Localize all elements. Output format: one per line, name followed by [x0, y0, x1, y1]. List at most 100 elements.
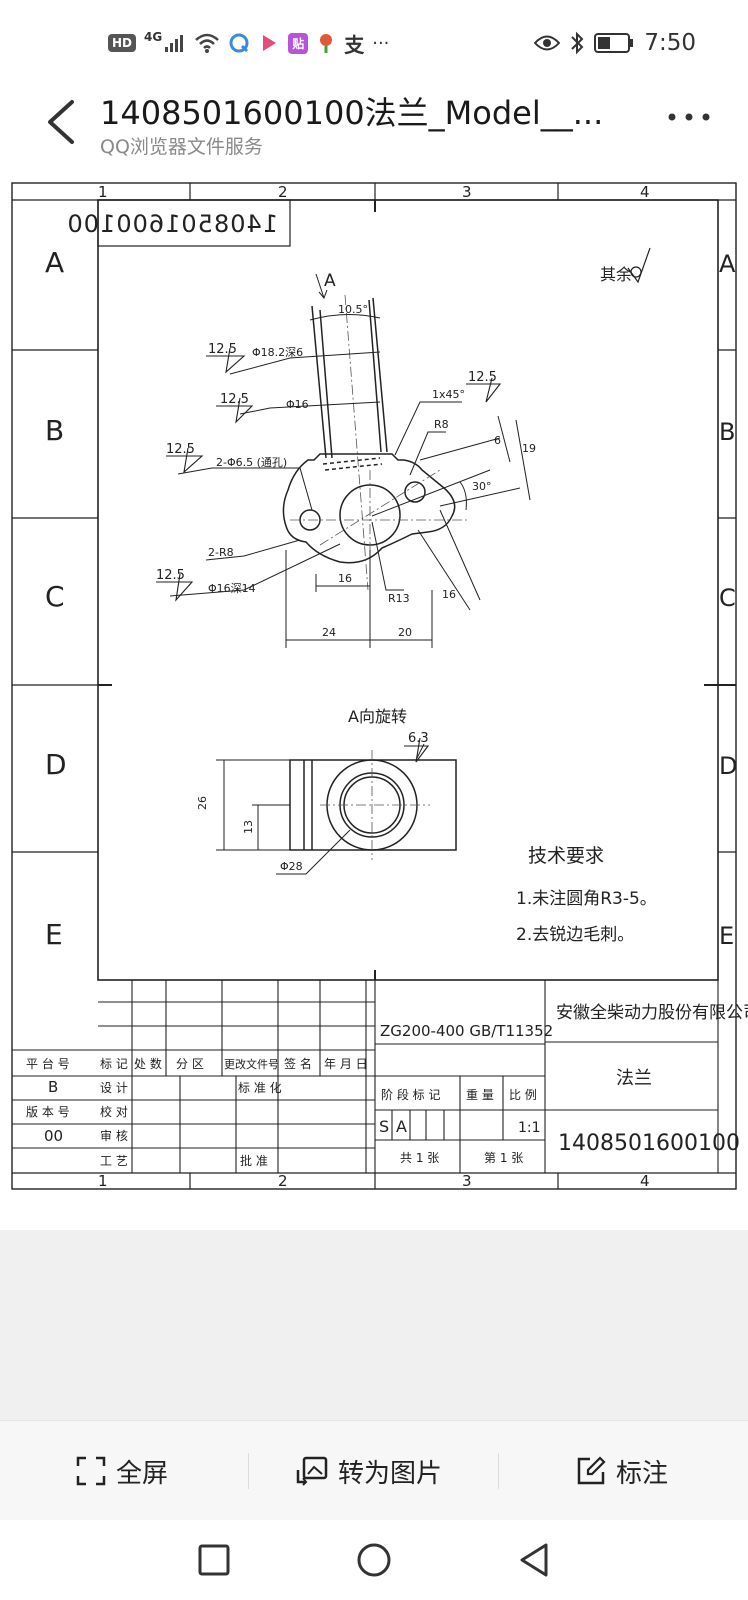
wifi-icon [195, 33, 220, 53]
home-icon[interactable] [355, 1541, 393, 1579]
zone-letter: A [45, 246, 64, 279]
page-subtitle: QQ浏览器文件服务 [100, 136, 263, 158]
dim-16b: 16 [442, 588, 456, 601]
fullscreen-label: 全屏 [116, 1458, 169, 1489]
title-block [12, 980, 719, 1173]
zone-number: 4 [640, 1172, 650, 1190]
scale-label: 比 例 [509, 1088, 537, 1102]
image-convert-icon [296, 1456, 328, 1486]
zone-letter: D [45, 748, 67, 781]
zone-number: 4 [640, 183, 650, 201]
signal-icon [165, 35, 184, 52]
dim-chamfer: 1x45° [432, 388, 465, 401]
section-label: A向旋转 [348, 707, 407, 726]
app-play-icon [263, 35, 277, 51]
zone-letter: B [719, 418, 735, 446]
dim-angle-30: 30° [472, 480, 492, 493]
app-tie-icon: 贴 [288, 32, 309, 54]
view-label-a: A [324, 271, 336, 291]
clock: 7:50 [644, 30, 696, 56]
zone-number: 3 [462, 183, 472, 201]
convert-to-image-button[interactable]: 转为图片 [296, 1449, 442, 1493]
zone-letter: E [45, 918, 63, 951]
zone-letter: B [45, 414, 64, 447]
standard-label: 标 准 化 [238, 1081, 282, 1095]
zone-letter: E [719, 922, 734, 950]
dim-r8: R8 [434, 418, 449, 431]
scale-value: 1:1 [518, 1120, 541, 1136]
weight-label: 重 量 [466, 1088, 494, 1102]
roughness-value: 12.5 [166, 442, 195, 457]
dim-19: 19 [522, 442, 536, 455]
design-label: 设 计 [100, 1081, 128, 1095]
dim-6: 6 [494, 434, 501, 447]
toolbar-divider [248, 1453, 249, 1489]
version-value: 00 [44, 1127, 63, 1145]
bottom-toolbar: 全屏 转为图片 标注 [0, 1420, 748, 1521]
tech-requirements-title: 技术要求 [528, 845, 604, 867]
back-triangle-icon[interactable] [516, 1541, 552, 1579]
dim-dia-28: Φ28 [280, 860, 303, 873]
rev-header: 年 月 日 [324, 1057, 368, 1071]
rev-header: 分 区 [176, 1057, 204, 1071]
dim-16a: 16 [338, 572, 352, 585]
cad-drawing: 1 2 3 4 1 2 3 4 A B C D E A B C D E 1408… [11, 182, 748, 1190]
sheet-total: 共 1 张 [400, 1151, 439, 1165]
platform-value: B [48, 1078, 58, 1096]
zone-letter: A [719, 250, 736, 278]
dim-holes: 2-Φ6.5 (通孔) [216, 456, 287, 469]
zone-number: 1 [98, 183, 108, 201]
dim-dia-16: Φ16 [286, 398, 309, 411]
rev-header: 更改文件号 [224, 1057, 279, 1071]
check-label: 校 对 [100, 1104, 128, 1119]
bluetooth-icon [571, 31, 584, 55]
viewer-background [0, 1230, 748, 1420]
version-label: 版 本 号 [26, 1105, 70, 1119]
dim-angle-top: 10.5° [338, 303, 368, 316]
rev-header: 签 名 [284, 1056, 312, 1071]
recent-apps-icon[interactable] [196, 1542, 232, 1578]
stage-s: S [379, 1117, 389, 1136]
dim-r8-two: 2-R8 [208, 546, 234, 559]
fullscreen-icon [76, 1456, 106, 1486]
app-q-icon [229, 33, 249, 53]
alipay-icon: 支 [344, 32, 365, 57]
tech-requirement-item: 1.未注圆角R3-5。 [516, 889, 657, 909]
zone-number: 2 [278, 1172, 288, 1190]
document-viewer[interactable]: 1 2 3 4 1 2 3 4 A B C D E A B C D E 1408… [0, 170, 748, 1230]
more-notifications: ··· [372, 32, 390, 54]
rest-finish-label: 其余 [600, 265, 632, 284]
toolbar-divider [498, 1453, 499, 1489]
fullscreen-button[interactable]: 全屏 [76, 1449, 168, 1493]
eye-icon [534, 35, 561, 51]
stage-label: 阶 段 标 记 [381, 1087, 440, 1102]
part-name: 法兰 [616, 1068, 652, 1089]
flange-section-view [289, 759, 457, 851]
roughness-value: 12.5 [468, 370, 497, 385]
process-label: 工 艺 [100, 1154, 128, 1168]
annotate-button[interactable]: 标注 [576, 1449, 668, 1493]
zone-letter: D [719, 752, 737, 780]
company-name: 安徽全柴动力股份有限公司 [556, 1003, 748, 1023]
more-options-icon[interactable] [664, 102, 714, 132]
zone-letter: C [45, 580, 65, 613]
tech-requirement-item: 2.去锐边毛刺。 [516, 925, 634, 945]
flange-main-view [282, 297, 456, 564]
dim-24: 24 [322, 626, 336, 639]
dim-dia-16-deep: Φ16深14 [208, 582, 256, 595]
platform-label: 平 台 号 [26, 1056, 70, 1071]
approve-label: 批 准 [240, 1153, 268, 1168]
stage-a: A [396, 1117, 407, 1136]
rev-header: 处 数 [134, 1056, 162, 1071]
dim-13: 13 [242, 820, 255, 834]
convert-to-image-label: 转为图片 [338, 1458, 443, 1489]
battery-icon [594, 33, 634, 53]
roughness-value: 12.5 [208, 342, 237, 357]
annotate-label: 标注 [616, 1458, 669, 1489]
sheet-number: 第 1 张 [484, 1151, 523, 1165]
dim-20: 20 [398, 626, 412, 639]
app-header: 1408501600100法兰_Model__... QQ浏览器文件服务 [0, 84, 748, 171]
zone-number: 1 [98, 1172, 108, 1190]
network-type: 4G [144, 30, 163, 44]
back-arrow-icon[interactable] [36, 94, 88, 150]
